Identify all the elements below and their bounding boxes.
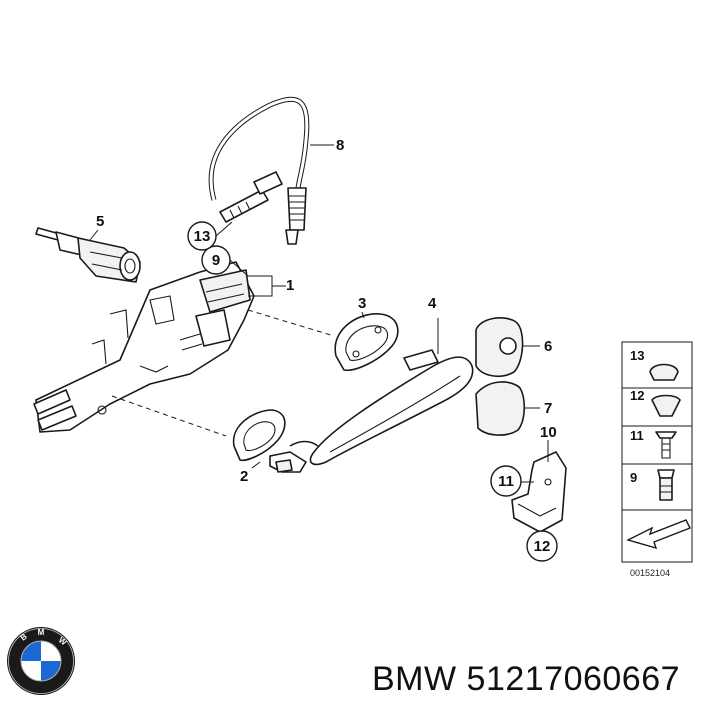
panel-label-11: 11: [630, 428, 644, 443]
part-6-cover-cap: [475, 317, 540, 378]
grommet-13-icon: [649, 363, 679, 381]
alignment-line-lower: [111, 395, 227, 437]
callout-9: 9: [212, 252, 220, 269]
callout-13-circle: 13: [187, 221, 217, 251]
callout-7: 7: [544, 400, 552, 417]
callout-13: 13: [194, 228, 211, 245]
callout-6: 6: [544, 338, 552, 355]
callout-3: 3: [358, 295, 366, 312]
svg-text:B: B: [19, 632, 29, 643]
screw-9-icon: [657, 469, 675, 479]
leader-9: [229, 259, 249, 277]
arrow-symbol-icon: [626, 519, 691, 550]
expanding-rivet-12-icon: [651, 394, 681, 417]
callout-11: 11: [498, 473, 514, 490]
part-10-bracket: [511, 440, 567, 537]
callout-10: 10: [540, 424, 557, 441]
leader-2: [251, 461, 261, 469]
panel-label-13: 13: [630, 348, 644, 363]
part-caption: BMW 51217060667: [372, 660, 681, 698]
panel-label-12: 12: [630, 388, 644, 403]
part-8-bowden-cable: [208, 96, 310, 245]
part-2-gasket-lower: [232, 409, 307, 473]
svg-text:M: M: [38, 628, 45, 637]
callout-9-circle: 9: [201, 245, 231, 275]
leader-5: [89, 229, 99, 241]
callout-1: 1: [286, 277, 294, 294]
callout-12: 12: [534, 538, 551, 555]
part-4-door-handle: [289, 318, 474, 466]
leader-13: [215, 221, 233, 237]
svg-text:W: W: [57, 635, 69, 647]
callout-2: 2: [240, 468, 248, 485]
callout-4: 4: [428, 295, 437, 312]
callout-8: 8: [336, 137, 344, 154]
part-3-gasket-upper: [334, 313, 399, 371]
drawing-code: 00152104: [630, 568, 670, 578]
bmw-logo-icon: B M W: [7, 627, 75, 695]
part-7-cover-cap: [475, 381, 540, 436]
part-1-handle-carrier: [33, 261, 286, 433]
leader-3: [361, 311, 365, 319]
small-parts-panel: 13 12 11 9 00152104: [621, 341, 693, 578]
screw-11-icon: [655, 431, 677, 439]
callout-11-circle: 11: [490, 465, 522, 497]
part-5-lock-cylinder: [35, 227, 141, 283]
alignment-line-upper: [247, 309, 335, 337]
panel-label-9: 9: [630, 470, 637, 485]
callout-12-circle: 12: [526, 530, 558, 562]
callout-5: 5: [96, 213, 104, 230]
